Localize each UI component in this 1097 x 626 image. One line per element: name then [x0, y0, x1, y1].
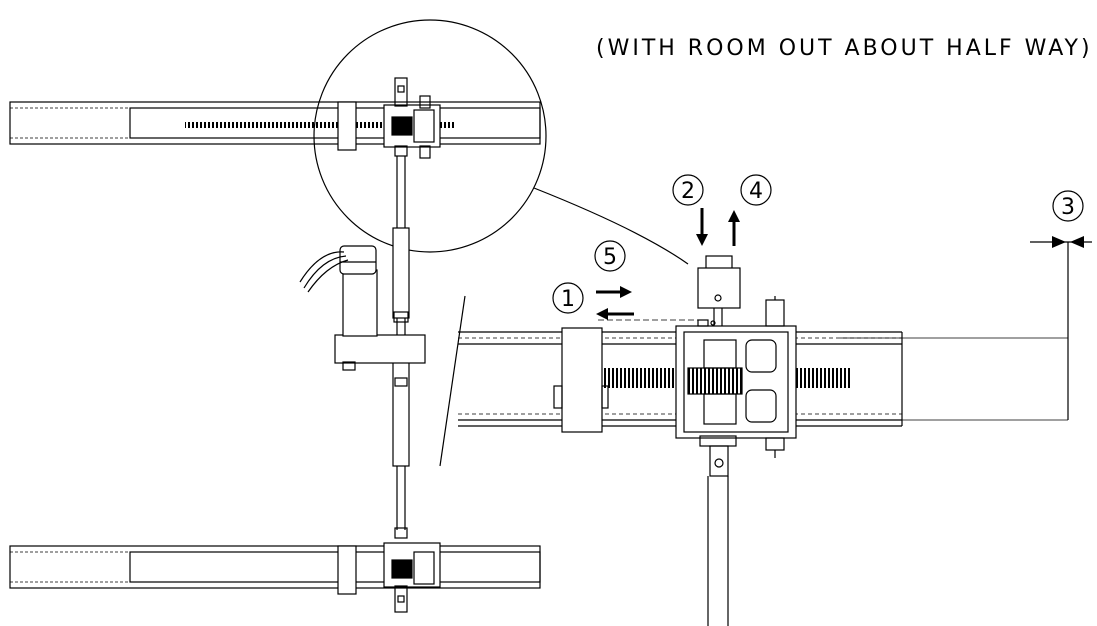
step-4-callout: 4	[728, 174, 772, 246]
step-1-callout: 1	[552, 282, 634, 320]
step-2-callout: 2	[672, 174, 708, 246]
callout-leader	[533, 187, 689, 265]
step-5-callout: 5	[594, 240, 626, 272]
arrow-left-icon	[596, 308, 634, 320]
arrow-right-icon	[596, 286, 632, 298]
bottom-rail-overview	[9, 542, 541, 613]
step-3-callout: 3	[1052, 190, 1084, 222]
detail-callout-circle	[313, 19, 547, 253]
drive-shaft	[392, 156, 410, 539]
svg-text:1: 1	[561, 287, 575, 312]
arrow-up-icon	[728, 210, 740, 246]
dimension-line	[840, 236, 1092, 421]
gearbox-detail	[675, 255, 797, 626]
svg-text:3: 3	[1061, 195, 1075, 220]
motor	[299, 245, 426, 371]
top-rail-overview	[9, 77, 541, 159]
drawing-caption: (WITH ROOM OUT ABOUT HALF WAY)	[596, 36, 1093, 61]
arrow-down-icon	[696, 208, 708, 246]
svg-text:5: 5	[603, 245, 617, 270]
svg-text:4: 4	[749, 179, 763, 204]
svg-text:2: 2	[681, 179, 695, 204]
break-line	[439, 295, 466, 467]
